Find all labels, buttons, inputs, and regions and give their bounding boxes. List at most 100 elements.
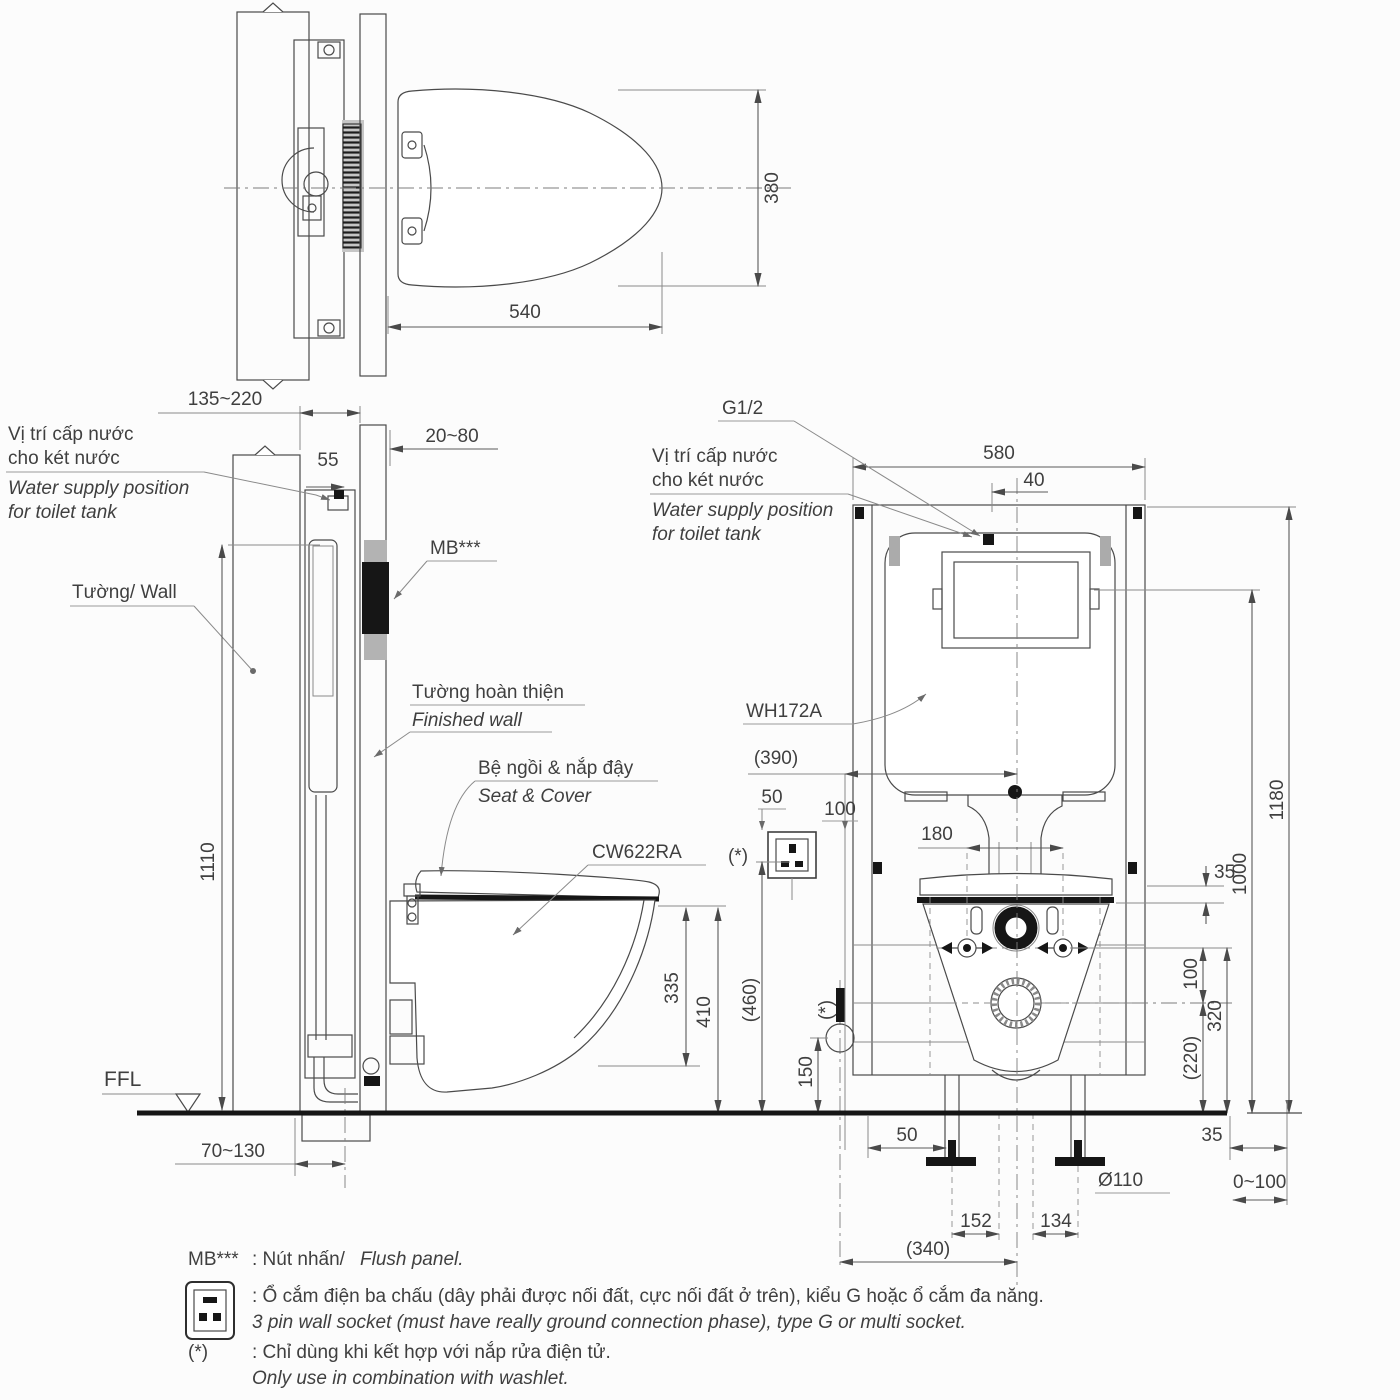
side-structural-wall [232, 454, 301, 1114]
dim-1180-label: 1180 [1267, 780, 1288, 821]
water-supply-vi-line2: cho két nước [8, 448, 120, 469]
dim-152-label: 152 [960, 1211, 992, 1232]
legend-mb-desc-en: Flush panel. [360, 1249, 464, 1270]
seat-cover-label: Bệ ngồi & nắp đậy Seat & Cover [438, 757, 658, 877]
mb-label-text: MB*** [430, 538, 481, 559]
wall-break-mark [262, 2, 284, 13]
finished-wall-vi: Tường hoàn thiện [412, 682, 564, 703]
dim-410: 410 [694, 906, 722, 1115]
water-supply-vi-line2: cho két nước [652, 470, 764, 491]
dim-320: 320 [1205, 946, 1231, 1115]
water-supply-vi-line1: Vị trí cấp nước [8, 424, 134, 445]
dim-100-right: 100 [1045, 946, 1232, 1005]
dim-580: 580 [851, 443, 1147, 500]
toilet-bowl-side [389, 870, 660, 1093]
legend-asterisk-desc-en: Only use in combination with washlet. [252, 1368, 569, 1389]
dim-35-seat-label: 35 [1214, 862, 1235, 883]
dim-35-floor: 35 [1201, 1100, 1289, 1205]
side-finished-wall [359, 424, 387, 1114]
frame-legs [926, 1075, 1105, 1166]
dim-40-label: 40 [1023, 470, 1044, 491]
dim-55-label: 55 [317, 450, 338, 471]
legend-asterisk-key: (*) [188, 1342, 208, 1363]
water-supply-label-front: Vị trí cấp nước cho két nước Water suppl… [650, 446, 973, 545]
dim-dia110-label: Ø110 [1098, 1170, 1143, 1191]
dim-55: 55 [306, 450, 346, 491]
water-supply-point [983, 534, 994, 545]
dim-320-label: 320 [1205, 1000, 1226, 1032]
flush-panel-front [932, 551, 1100, 649]
dim-1180: 1180 [1147, 505, 1296, 1115]
stop-valve: (*) [816, 980, 855, 1270]
dim-380-label: 380 [762, 172, 783, 204]
dim-152-134: 152 134 [950, 1113, 1080, 1242]
dim-340: (340) [838, 1239, 1019, 1266]
water-supply-en-line1: Water supply position [8, 478, 189, 499]
dim-410-label: 410 [694, 996, 715, 1028]
dim-1110-label: 1110 [198, 842, 219, 881]
mb-flush-panel-label: MB*** [393, 538, 497, 600]
dim-50-socket-label: 50 [761, 787, 782, 808]
wall-break-mark [262, 379, 284, 390]
fixing-bolt-right [1037, 938, 1089, 958]
wall-socket-front: (*) [728, 831, 817, 900]
dim-135-220-label: 135~220 [188, 389, 263, 410]
dim-150: 150 [796, 1036, 828, 1115]
legend-socket-desc-vi: : Ổ cắm điện ba chấu (dây phải được nối … [252, 1285, 1044, 1307]
dim-220: (220) [1181, 1001, 1207, 1115]
side-section-view: Vị trí cấp nước cho két nước Water suppl… [6, 389, 726, 1188]
seat-cover-vi: Bệ ngồi & nắp đậy [478, 757, 634, 779]
water-supply-en-line2: for toilet tank [652, 524, 762, 545]
legend: MB*** : Nút nhấn/ Flush panel. : Ổ cắm đ… [185, 1249, 1044, 1389]
side-inwall-frame [301, 489, 380, 1188]
socket-icon [185, 1281, 235, 1340]
finished-wall-en: Finished wall [412, 710, 523, 731]
wall-label: Tường/ Wall [70, 582, 256, 674]
water-supply-en-line1: Water supply position [652, 500, 833, 521]
dim-20-80-label: 20~80 [425, 426, 478, 447]
level-symbol [174, 1093, 202, 1114]
inlet-outer [992, 904, 1040, 952]
seat-cover-en: Seat & Cover [478, 786, 592, 807]
dim-390-label: (390) [754, 748, 798, 769]
seat-cover-side [415, 870, 660, 899]
dim-135-220: 135~220 [158, 389, 362, 450]
legend-socket-row: : Ổ cắm điện ba chấu (dây phải được nối … [185, 1281, 1044, 1340]
dim-335: 335 [598, 905, 726, 1068]
dim-0-100: 0~100 [1231, 1172, 1289, 1204]
dim-540-label: 540 [509, 302, 541, 323]
dim-40: 40 [990, 470, 1048, 512]
g12-label: G1/2 [718, 398, 981, 537]
dim-100-socket: 100 [822, 799, 858, 830]
dim-50-foot: 50 [866, 1116, 948, 1158]
dim-100-right-label: 100 [1181, 958, 1202, 990]
dim-1000-label: 1000 [1230, 853, 1251, 895]
water-supply-vi-line1: Vị trí cấp nước [652, 446, 778, 467]
ffl-marker: FFL [102, 1068, 202, 1114]
dim-180: 180 [918, 824, 1065, 940]
dim-1110: 1110 [198, 543, 320, 1112]
wall-label-text: Tường/ Wall [72, 582, 177, 603]
fixing-bolt-left [941, 938, 993, 958]
foot-plate-left [926, 1157, 976, 1166]
leader-line [203, 471, 331, 501]
dim-180-label: 180 [921, 824, 953, 845]
water-supply-fitting [334, 490, 344, 499]
bowl-model-text: CW622RA [592, 842, 682, 863]
g12-text: G1/2 [722, 398, 763, 419]
dim-540: 540 [386, 252, 664, 334]
foot-plate-right [1055, 1157, 1105, 1166]
dim-70-130: 70~130 [175, 1118, 347, 1176]
wall-break-mark [254, 445, 276, 456]
front-view: (*) (*) 580 40 G1/2 Vị trí cấp nước [650, 398, 1296, 1285]
flush-panel-edge-view [342, 123, 362, 249]
dim-580-label: 580 [983, 443, 1015, 464]
legend-socket-desc-en: 3 pin wall socket (must have really grou… [252, 1312, 966, 1333]
dim-dia110: Ø110 [1095, 1170, 1170, 1194]
dim-335-label: 335 [662, 972, 683, 1004]
dim-380: 380 [618, 88, 783, 288]
valve-asterisk-label: (*) [816, 1000, 837, 1020]
plan-inwall-frame [281, 39, 345, 339]
drain-hole [990, 977, 1042, 1029]
